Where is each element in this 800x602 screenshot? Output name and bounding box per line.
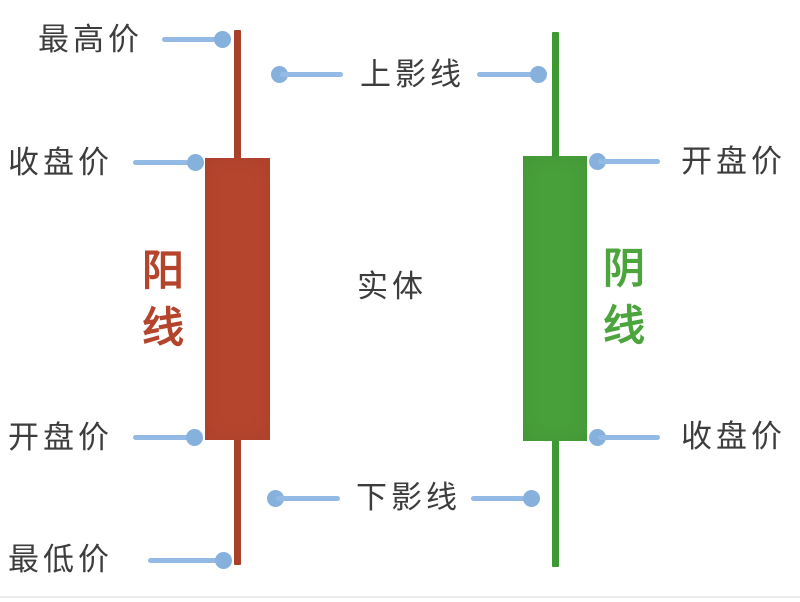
close-price-left-pointer-dot xyxy=(187,154,204,171)
upper-shadow-right-pointer-line xyxy=(477,72,539,77)
label-lowest-price: 最低价 xyxy=(8,542,113,578)
label-upper-shadow: 上影线 xyxy=(360,57,465,93)
open-price-right-pointer-dot xyxy=(589,153,606,170)
label-open-price-right: 开盘价 xyxy=(681,144,786,180)
label-real-body: 实体 xyxy=(357,269,427,305)
label-highest-price: 最高价 xyxy=(38,22,143,58)
label-yang-line: 阳 线 xyxy=(141,246,184,352)
label-lower-shadow: 下影线 xyxy=(356,480,461,516)
open-price-left-pointer-line xyxy=(133,435,196,440)
close-price-right-pointer-line xyxy=(598,435,660,440)
lower-shadow-right-pointer-line xyxy=(471,496,532,501)
highest-price-pointer-line xyxy=(162,37,224,42)
label-close-price-right: 收盘价 xyxy=(681,419,786,455)
close-price-left-pointer-line xyxy=(133,160,197,165)
label-yin-line: 阴 线 xyxy=(602,244,645,350)
lowest-price-pointer-dot xyxy=(215,552,232,569)
bottom-divider xyxy=(0,596,800,598)
lower-shadow-right-pointer-dot xyxy=(523,490,540,507)
label-close-price-left: 收盘价 xyxy=(8,145,113,181)
lower-shadow-left-pointer-dot xyxy=(267,490,284,507)
upper-shadow-left-pointer-dot xyxy=(271,66,288,83)
open-price-left-pointer-dot xyxy=(186,429,203,446)
upper-shadow-right-pointer-dot xyxy=(530,66,547,83)
open-price-right-pointer-line xyxy=(598,159,660,164)
upper-shadow-left-pointer-line xyxy=(280,72,343,77)
lowest-price-pointer-line xyxy=(148,558,225,563)
bullish-candle-body xyxy=(205,158,270,440)
lower-shadow-left-pointer-line xyxy=(276,496,340,501)
bearish-candle-body xyxy=(523,156,587,441)
label-open-price-left: 开盘价 xyxy=(8,420,113,456)
close-price-right-pointer-dot xyxy=(589,429,606,446)
highest-price-pointer-dot xyxy=(214,31,231,48)
